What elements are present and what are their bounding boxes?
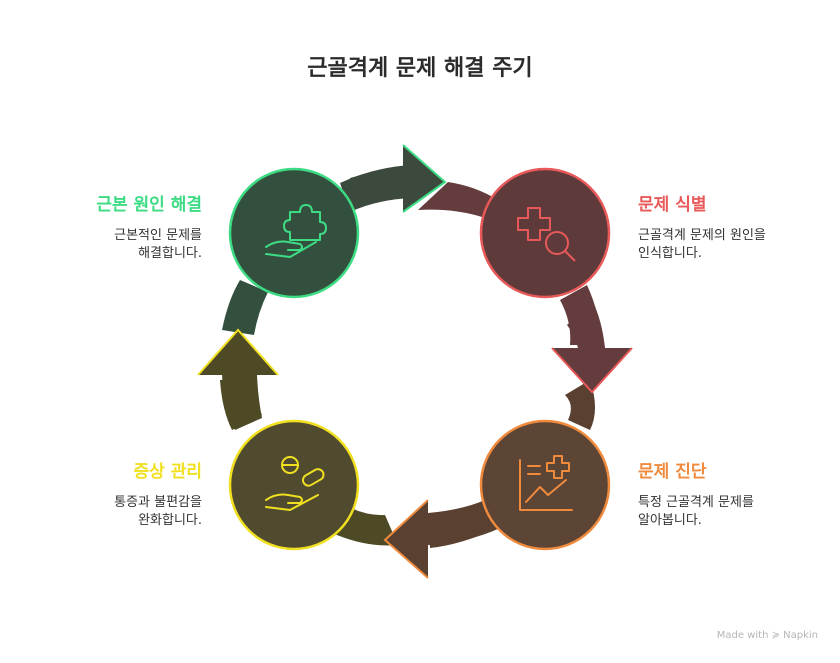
arrow-left	[198, 330, 278, 430]
arc-bottom-right	[565, 380, 595, 430]
step-circle-resolve	[228, 167, 360, 299]
arrow-bottom	[385, 500, 500, 578]
arrow-left-outline	[197, 328, 279, 376]
step-desc-line: 해결합니다.	[138, 246, 202, 261]
step-label-resolve: 근본 원인 해결	[96, 195, 202, 215]
step-label-manage: 증상 관리	[133, 462, 202, 482]
step-desc-diagnose: 특정 근골격계 문제를 알아봅니다.	[638, 494, 754, 530]
arrow-bottom-outline	[383, 499, 429, 579]
arrow-right-outline	[551, 347, 633, 394]
step-desc-manage: 통증과 불편감을 완화합니다.	[114, 494, 202, 530]
step-desc-line: 인식합니다.	[638, 246, 702, 261]
step-label-identify: 문제 식별	[638, 195, 707, 215]
step-circle-manage	[228, 419, 360, 551]
arrow-right	[552, 300, 632, 392]
step-desc-identify: 근골격계 문제의 원인을 인식합니다.	[638, 227, 766, 263]
step-desc-line: 특정 근골격계 문제를	[638, 495, 754, 510]
step-desc-line: 근골격계 문제의 원인을	[638, 228, 766, 243]
medical-chart-icon	[519, 455, 573, 511]
medical-search-icon	[517, 207, 576, 262]
step-circle-identify	[479, 167, 611, 299]
puzzle-hand-icon	[265, 204, 327, 258]
arc-top-right	[418, 182, 498, 218]
arrow-top-outline	[402, 144, 447, 213]
step-desc-line: 알아봅니다.	[638, 513, 702, 528]
step-circle-diagnose	[479, 419, 611, 551]
napkin-watermark: Made with ≽ Napkin	[716, 630, 818, 641]
step-desc-line: 근본적인 문제를	[114, 228, 202, 243]
step-label-diagnose: 문제 진단	[638, 462, 707, 482]
step-desc-line: 통증과 불편감을	[114, 495, 202, 510]
page-title: 근골격계 문제 해결 주기	[307, 56, 533, 81]
arc-top-left	[222, 280, 268, 335]
step-desc-resolve: 근본적인 문제를 해결합니다.	[114, 227, 202, 263]
step-desc-line: 완화합니다.	[138, 513, 202, 528]
pill-hand-icon	[265, 456, 325, 511]
